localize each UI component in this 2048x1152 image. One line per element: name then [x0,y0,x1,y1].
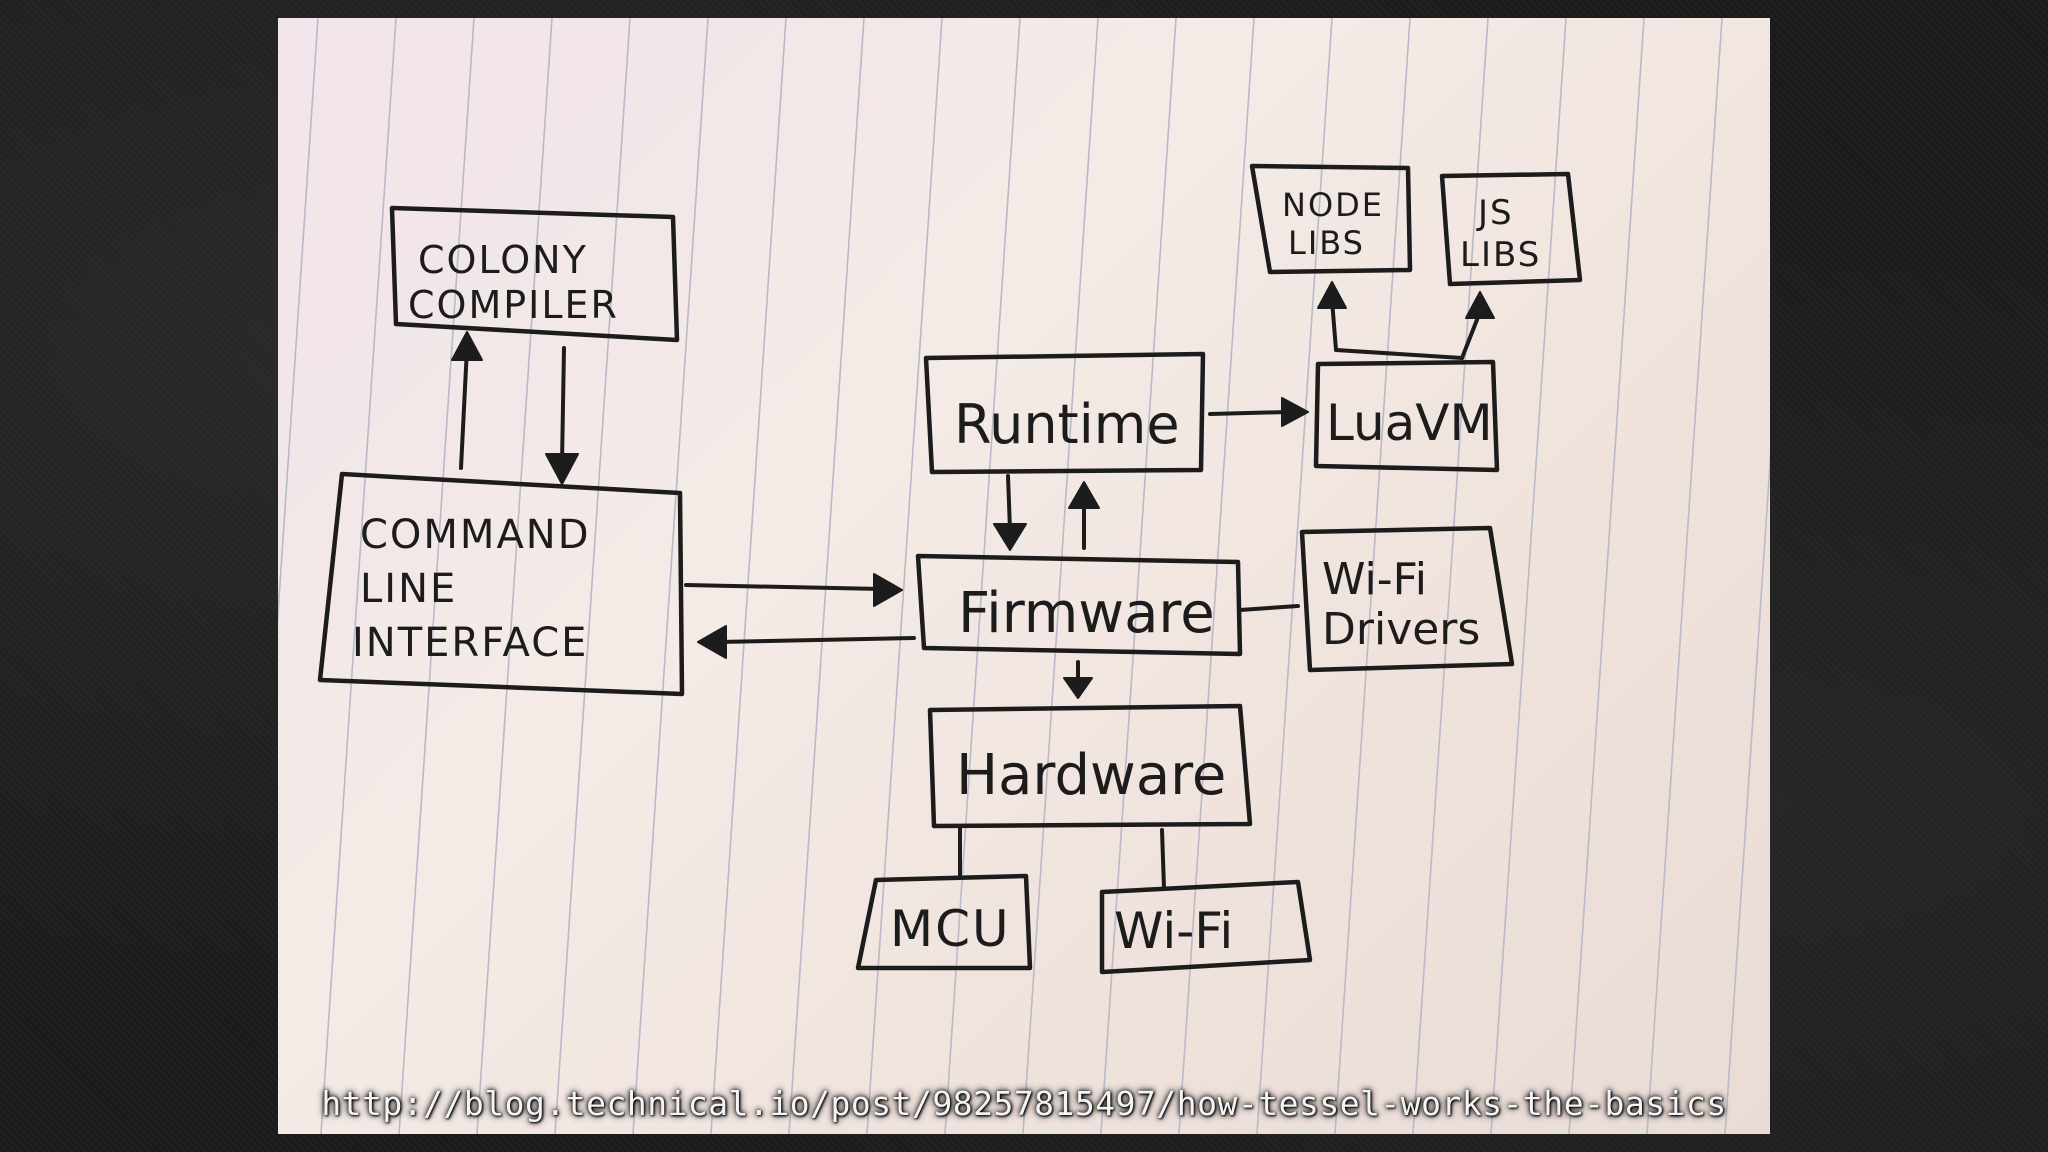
cli-label-line2: LINE [360,566,457,612]
edge-firmware-to-wifi-drivers [1238,604,1300,612]
firmware-node: Firmware [915,553,1243,657]
ruled-lines [278,18,1770,1134]
architecture-diagram: COLONY COMPILER COMMAND LINE INTERFACE R… [278,18,1770,1134]
edge-firmware-to-cli [716,636,916,644]
command-line-interface-node: COMMAND LINE INTERFACE [317,471,685,697]
edge-runtime-to-firmware [1006,474,1012,532]
runtime-node: Runtime [923,351,1206,475]
arrowhead-cli-to-firmware [873,573,903,607]
arrowhead-runtime-to-luavm [1281,397,1309,427]
lua-vm-label: LuaVM [1326,394,1493,452]
runtime-label: Runtime [954,393,1180,456]
edge-cli-to-firmware [684,583,884,591]
hardware-node: Hardware [927,703,1253,829]
edge-hardware-to-wifi [1160,828,1166,890]
colony-compiler-node: COLONY COMPILER [389,205,680,343]
cli-label-line3: INTERFACE [352,620,588,666]
node-libs-label-line2: LIBS [1288,224,1365,262]
edge-runtime-to-luavm [1208,410,1290,416]
lua-vm-node: LuaVM [1313,359,1500,473]
wifi-drivers-label-line2: Drivers [1322,604,1480,655]
node-libs-label-line1: NODE [1282,186,1384,224]
edge-compiler-to-cli [560,346,566,465]
source-url-caption: http://blog.technical.io/post/9825781549… [321,1084,1727,1123]
arrowhead-runtime-to-firmware [993,523,1027,551]
luavm-bracket [1334,348,1464,360]
cli-label-line1: COMMAND [360,512,591,558]
wifi-drivers-label-line1: Wi-Fi [1322,554,1427,605]
arrowhead-luavm-to-js-libs [1465,291,1495,319]
arrowhead-firmware-to-runtime [1068,481,1100,509]
edges [451,281,1495,890]
node-libs-node: NODE LIBS [1249,163,1413,275]
arrowhead-compiler-to-cli [545,453,579,485]
firmware-label: Firmware [958,581,1215,646]
wifi-node: Wi-Fi [1099,879,1313,975]
colony-compiler-label-line2: COMPILER [408,283,619,327]
edge-luavm-to-js-libs [1460,310,1482,360]
notebook-paper: COLONY COMPILER COMMAND LINE INTERFACE R… [278,18,1770,1134]
js-libs-label-line1: JS [1476,193,1514,233]
arrowhead-luavm-to-node-libs [1317,281,1347,309]
js-libs-node: JS LIBS [1439,171,1583,287]
hardware-label: Hardware [956,743,1226,808]
arrowhead-firmware-to-hardware [1063,677,1093,699]
wifi-drivers-node: Wi-Fi Drivers [1299,525,1515,673]
arrowhead-firmware-to-cli [697,625,727,659]
edge-cli-to-compiler [459,346,469,470]
mcu-node: MCU [855,873,1033,971]
mcu-label: MCU [890,900,1011,958]
js-libs-label-line2: LIBS [1460,235,1541,275]
arrowhead-cli-to-compiler [451,331,483,361]
colony-compiler-label-line1: COLONY [418,238,588,282]
wifi-label: Wi-Fi [1114,902,1233,960]
